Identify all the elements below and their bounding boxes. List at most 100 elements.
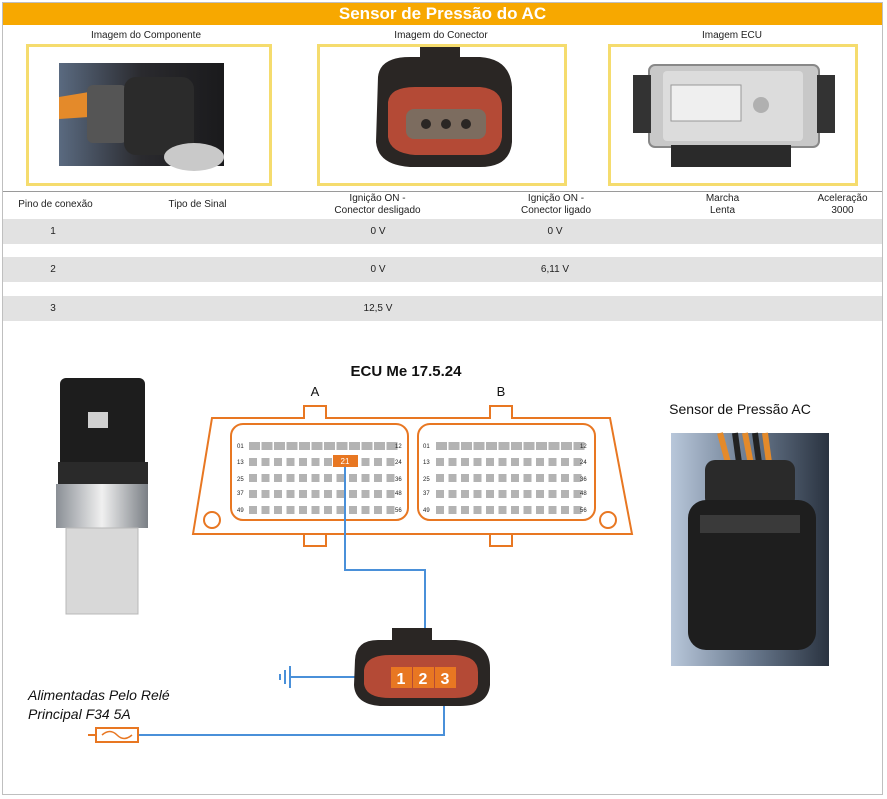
- ecu-pin: [573, 458, 582, 466]
- ecu-pin: [523, 474, 532, 482]
- ecu-pin: [448, 474, 457, 482]
- ecu-pin: [374, 506, 382, 514]
- table-row: 2 0 V 6,11 V: [3, 257, 882, 282]
- page-title: Sensor de Pressão do AC: [3, 3, 882, 25]
- ecu-pin-row-labels: 01 13 25 37 49 12 24 36 48 56 01 13 25 3…: [237, 444, 587, 514]
- ecu-pin: [286, 490, 295, 498]
- ecu-pin: [361, 474, 370, 482]
- ecu-pin: [349, 506, 357, 514]
- ecu-pin: [386, 442, 398, 450]
- ecu-pin: [324, 506, 332, 514]
- header-accel-line2: 3000: [831, 205, 854, 216]
- ecu-photo: [608, 44, 858, 186]
- ecu-pin: [523, 490, 532, 498]
- pin-label: 48: [395, 491, 402, 497]
- header-ignition-off-line2: Conector desligado: [334, 205, 421, 216]
- ecu-pin: [311, 458, 320, 466]
- component-photo: [26, 44, 272, 186]
- ecu-image-caption: Imagem ECU: [701, 30, 762, 41]
- pin-label: 49: [423, 508, 430, 514]
- ecu-pin: [436, 474, 444, 482]
- table-row: 3 12,5 V: [3, 296, 882, 321]
- header-ignition-off-line1: Ignição ON -: [349, 193, 406, 204]
- ecu-connector-outline: [191, 405, 634, 547]
- ecu-pin: [473, 458, 482, 466]
- pin-label: 37: [237, 491, 244, 497]
- ecu-pin: [486, 442, 497, 450]
- ecu-pin: [498, 442, 510, 450]
- sensor-installed-photo: [671, 432, 829, 666]
- sensor-product-photo: [56, 378, 148, 615]
- pin-label: 49: [237, 508, 244, 514]
- ecu-pin: [473, 490, 482, 498]
- pin-label: 37: [423, 491, 430, 497]
- ecu-pin: [448, 506, 457, 514]
- connector-pin-2: 2: [419, 671, 428, 688]
- ecu-pin: [249, 490, 257, 498]
- ecu-pin: [573, 506, 582, 514]
- row-pin: 1: [50, 226, 56, 237]
- ecu-pin: [311, 506, 320, 514]
- header-accel: Aceleração 3000: [805, 193, 880, 217]
- ecu-pin: [261, 458, 270, 466]
- ecu-pin: [536, 474, 544, 482]
- sensor-label: Sensor de Pressão AC: [669, 401, 811, 417]
- wire-pin-21-to-pin-2: [344, 467, 426, 672]
- ecu-pin: [324, 458, 332, 466]
- ecu-pin: [361, 490, 370, 498]
- table-top-border: [3, 191, 882, 192]
- ecu-pin: [311, 474, 320, 482]
- connector-pin-boxes: 1 2 3: [391, 667, 456, 688]
- ecu-pin: [336, 490, 345, 498]
- ecu-pin: [249, 506, 257, 514]
- ecu-pin: [274, 458, 282, 466]
- supply-label-line2: Principal F34 5A: [28, 706, 131, 722]
- ecu-pin: [386, 458, 395, 466]
- ecu-pin: [386, 474, 395, 482]
- pin-label: 25: [237, 477, 244, 483]
- header-pin: Pino de conexão: [18, 199, 93, 210]
- ecu-pin: [461, 474, 469, 482]
- ecu-pin: [473, 442, 485, 450]
- connector-pin-3: 3: [441, 671, 450, 688]
- ecu-pin: [561, 506, 569, 514]
- ecu-pin: [448, 442, 460, 450]
- ecu-pin: [573, 474, 582, 482]
- ecu-pin: [561, 490, 569, 498]
- ecu-pin: [311, 442, 323, 450]
- ecu-pin: [523, 458, 532, 466]
- ecu-pin: [511, 458, 519, 466]
- ecu-pin: [374, 474, 382, 482]
- ecu-pin: [336, 506, 345, 514]
- ecu-title: ECU Me 17.5.24: [351, 363, 463, 380]
- ecu-pin: [573, 442, 585, 450]
- ecu-pin: [249, 458, 257, 466]
- ecu-pin: [274, 474, 282, 482]
- row-ignition-off: 12,5 V: [363, 303, 393, 314]
- ecu-pin: [286, 506, 295, 514]
- ecu-pin: [486, 490, 494, 498]
- ecu-pin: [536, 442, 547, 450]
- header-signal: Tipo de Sinal: [168, 199, 227, 210]
- ecu-pin: [523, 442, 535, 450]
- supply-label-line1: Alimentadas Pelo Relé: [27, 687, 170, 703]
- connector-b-label: B: [497, 384, 506, 399]
- ecu-pin: [548, 442, 560, 450]
- connector-image-caption: Imagem do Conector: [394, 30, 488, 41]
- ecu-pin: [249, 442, 260, 450]
- pin-label: 25: [423, 477, 430, 483]
- ecu-pin: [374, 458, 382, 466]
- ecu-pin: [261, 506, 270, 514]
- pin-label: 13: [237, 460, 244, 466]
- ecu-pin: [511, 490, 519, 498]
- ecu-pin-grid: [249, 442, 585, 514]
- pin-label: 36: [395, 477, 402, 483]
- ecu-pin: [523, 506, 532, 514]
- header-accel-line1: Aceleração: [817, 193, 868, 204]
- ecu-pin: [486, 474, 494, 482]
- pin-label: 12: [395, 444, 402, 450]
- ecu-pin: [536, 458, 544, 466]
- ecu-pin: [349, 490, 357, 498]
- ecu-pin: [249, 474, 257, 482]
- ecu-pin: [511, 442, 522, 450]
